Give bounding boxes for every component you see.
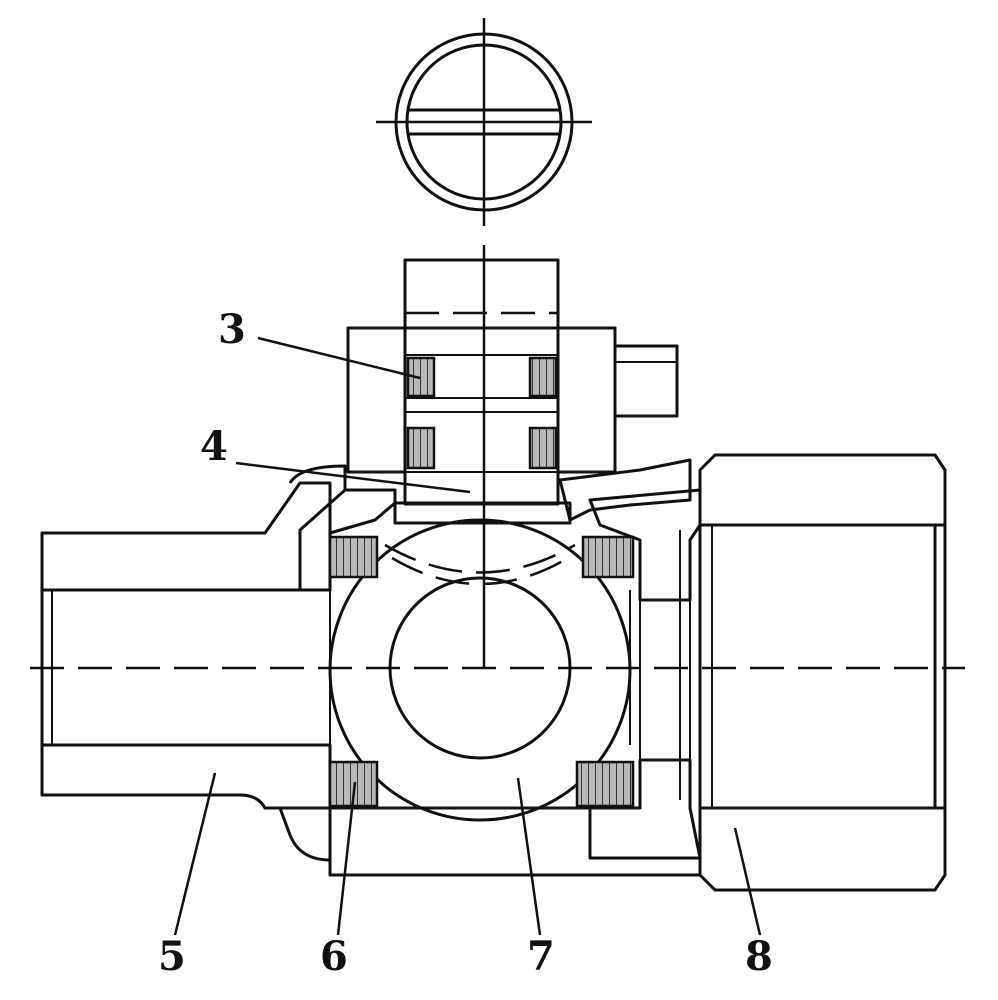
center-lines	[30, 245, 965, 670]
part-label-4: 4	[200, 423, 228, 470]
part-label-5: 5	[158, 933, 186, 980]
handle-top-view	[376, 18, 592, 226]
stem-housing	[346, 326, 679, 474]
part-label-6: 6	[320, 933, 348, 980]
part-label-3: 3	[218, 306, 246, 353]
ball-seats	[328, 535, 635, 808]
right-insert	[588, 488, 702, 860]
part-label-8: 8	[745, 933, 773, 980]
part-label-7: 7	[527, 933, 555, 980]
right-union-nut	[698, 453, 947, 892]
left-pipe-end	[40, 481, 332, 810]
leader-lines	[173, 336, 762, 936]
valve-stem	[393, 258, 572, 525]
part-labels: 3 4 5 6 7 8	[158, 306, 773, 980]
